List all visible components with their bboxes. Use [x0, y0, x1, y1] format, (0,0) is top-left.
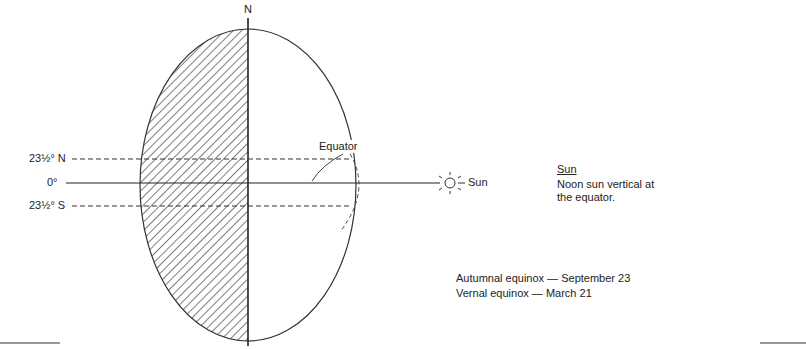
latitude-label: 23½° S: [28, 199, 66, 212]
pole-label: N: [243, 3, 253, 16]
equator-label: Equator: [318, 140, 359, 153]
sun-ray: [66, 182, 440, 183]
date-note: Vernal equinox — March 21: [455, 287, 593, 300]
latitude-label: 0°: [46, 176, 59, 189]
tropic-line: [72, 159, 352, 160]
night-side: [140, 29, 248, 341]
tropic-line: [72, 206, 352, 207]
date-note: Autumnal equinox — September 23: [455, 272, 631, 285]
earth-axis: [247, 18, 249, 346]
equator-leader: [340, 154, 359, 232]
sun-leader: [458, 183, 465, 184]
note-text: Noon sun vertical at the equator.: [556, 178, 670, 204]
sun-label: Sun: [467, 176, 489, 189]
frame-rule: [760, 343, 806, 344]
heading-label: Sun: [556, 163, 578, 176]
sun-symbol: [439, 172, 461, 194]
equator-leader: [312, 154, 343, 181]
latitude-label: 23½° N: [28, 152, 67, 165]
frame-rule: [0, 343, 60, 344]
